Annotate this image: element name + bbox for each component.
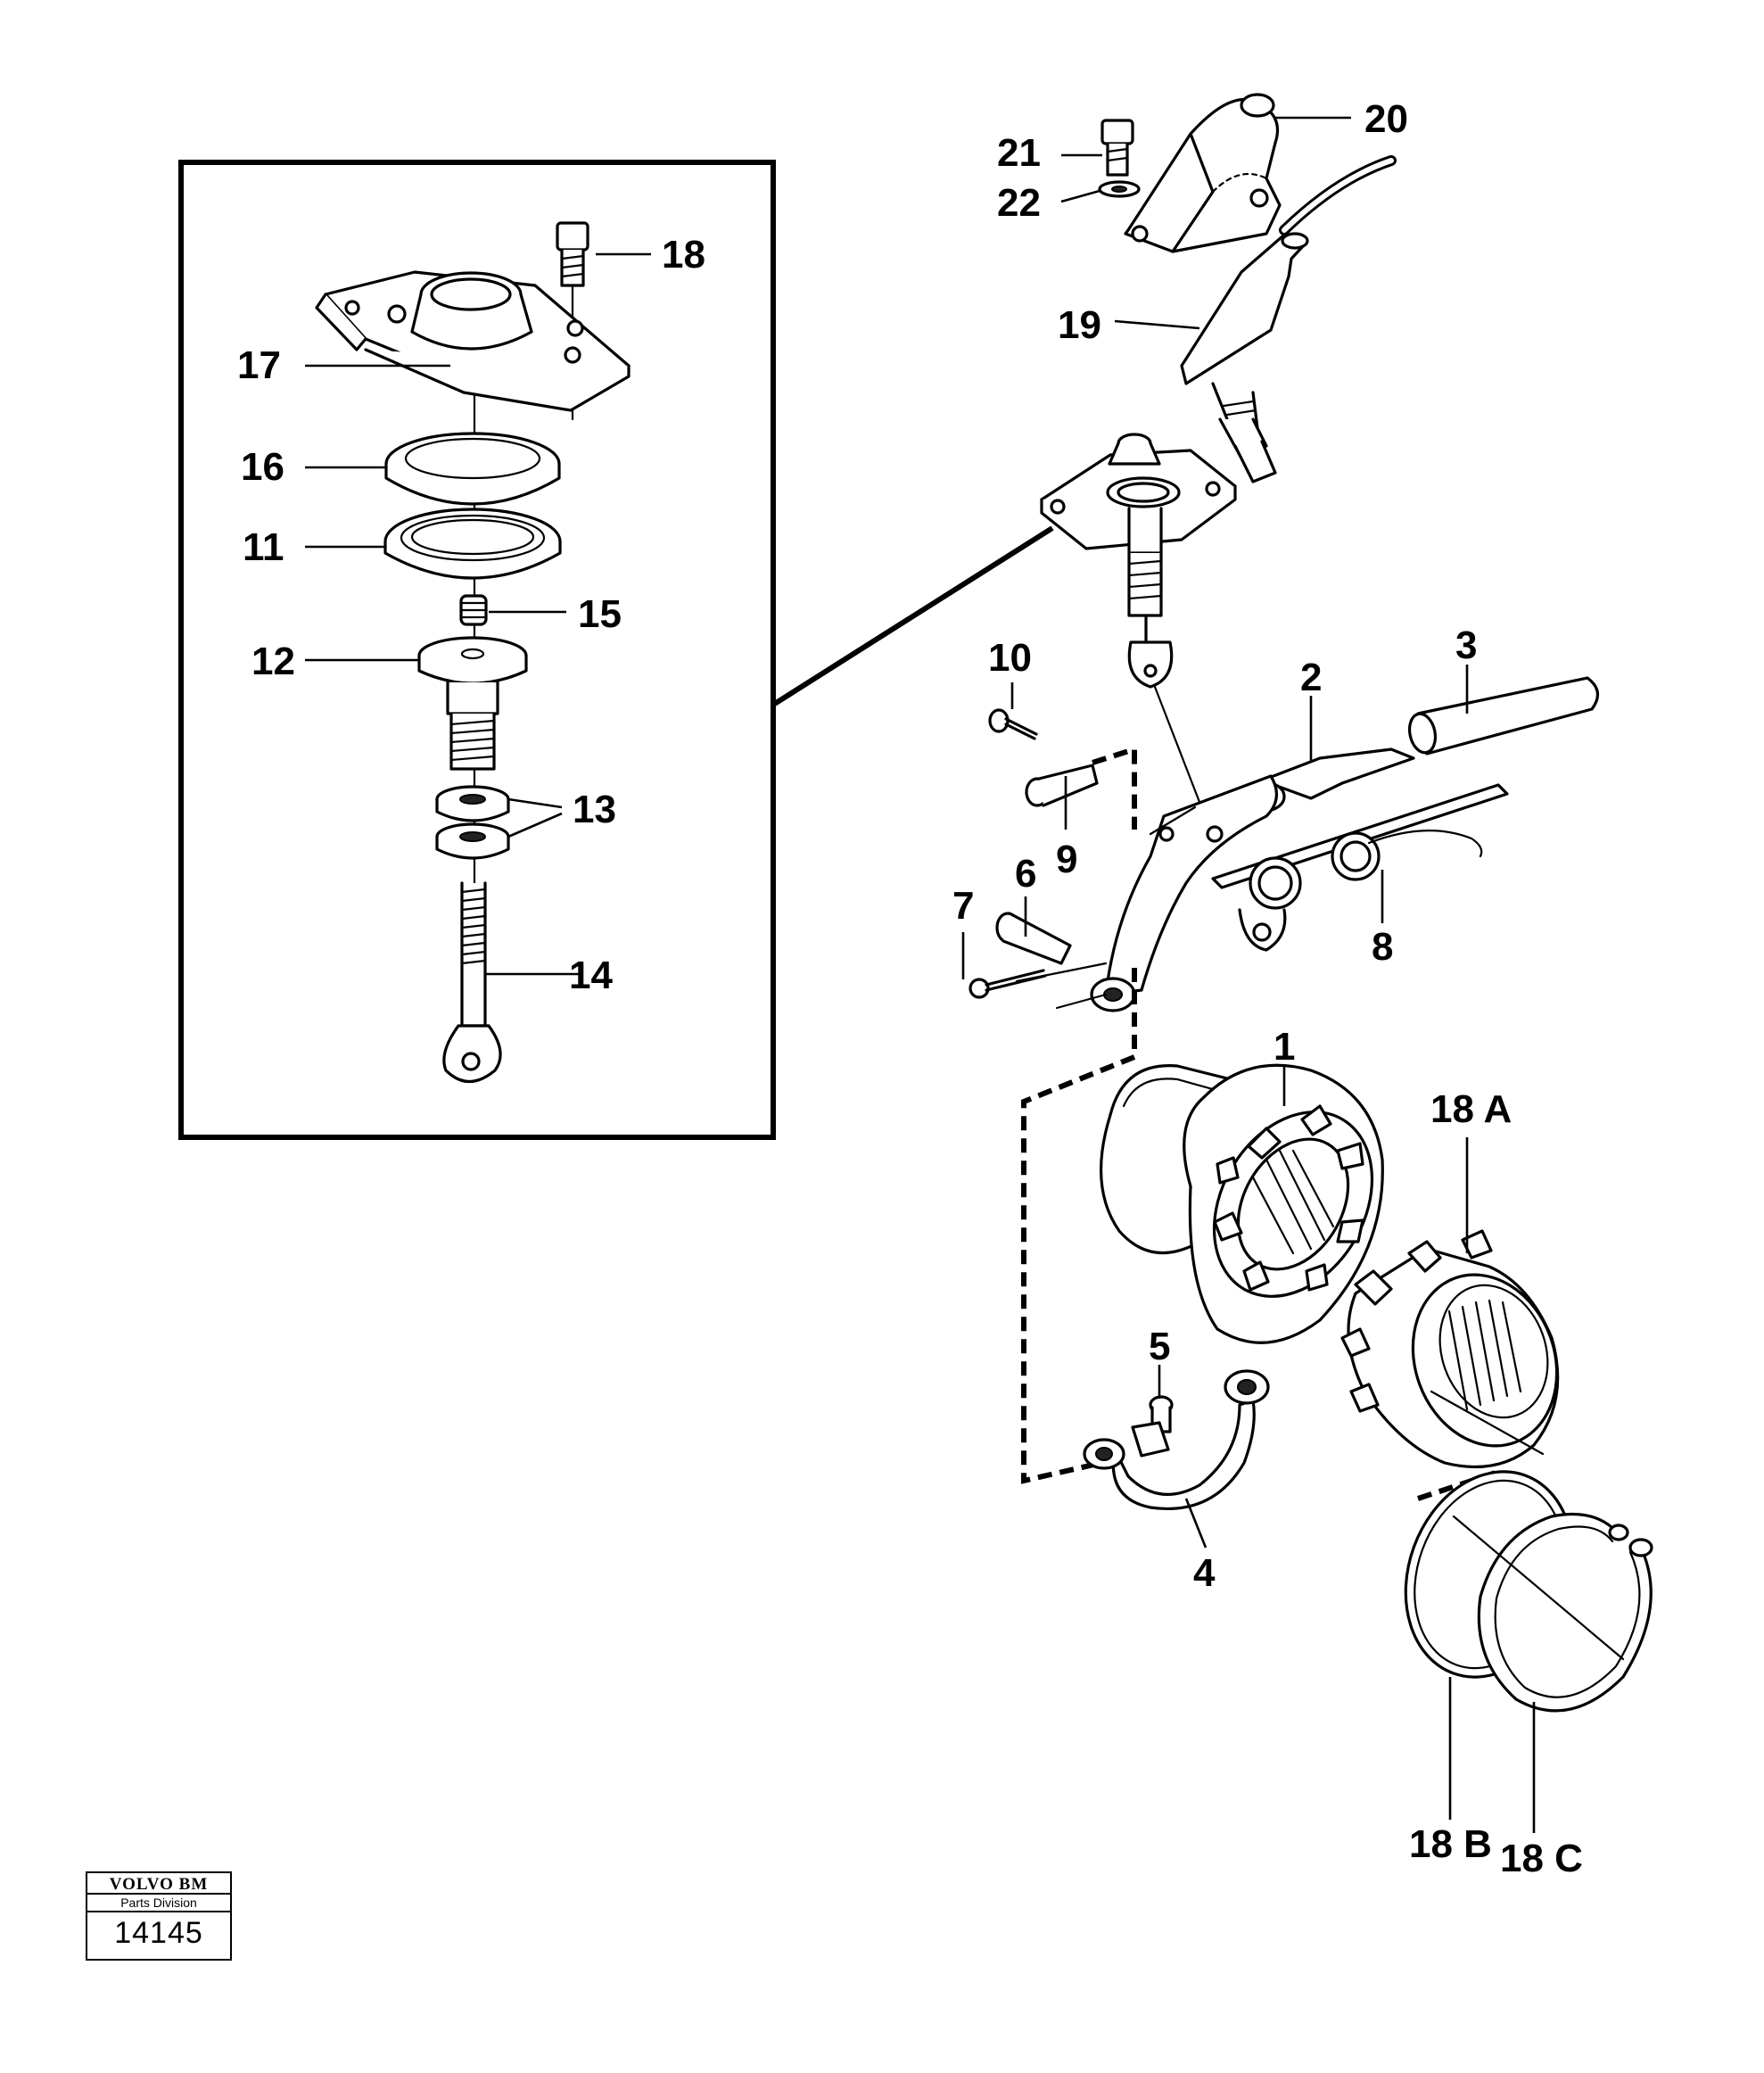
- shift-fork-part: [1090, 774, 1278, 1012]
- plate-assembled-part: [1040, 433, 1237, 827]
- cover-16-part: [384, 432, 561, 506]
- callout-22: 22: [997, 181, 1041, 225]
- detail-inset-frame: [178, 160, 776, 1140]
- callout-18c: 18 C: [1500, 1837, 1583, 1880]
- cotter-7-part: [961, 932, 1108, 1010]
- cotter-10-part: [988, 682, 1038, 740]
- sleeve-1-part: [1099, 1063, 1384, 1344]
- callout-21: 21: [997, 131, 1041, 175]
- callout-2: 2: [1300, 656, 1323, 699]
- inset-pointer-line: [771, 525, 1054, 707]
- clutch-18a-part: [1340, 1137, 1560, 1469]
- callout-12: 12: [251, 640, 295, 683]
- rod-14-part: [442, 881, 502, 1083]
- inset-leaders: [305, 252, 651, 976]
- callout-13: 13: [573, 788, 616, 831]
- callout-17: 17: [237, 343, 281, 387]
- nipple-5-part: [1131, 1365, 1174, 1458]
- cover-20-part: [1124, 93, 1351, 253]
- callout-7: 7: [952, 884, 975, 928]
- callout-8: 8: [1372, 925, 1394, 969]
- callout-10: 10: [988, 636, 1032, 680]
- callout-6: 6: [1015, 852, 1037, 896]
- fitting-19-part: [1114, 232, 1309, 483]
- callout-18b: 18 B: [1409, 1822, 1492, 1866]
- callout-5: 5: [1149, 1325, 1171, 1368]
- callout-16: 16: [241, 445, 284, 489]
- callout-1: 1: [1274, 1025, 1296, 1069]
- callout-18: 18: [662, 233, 705, 277]
- logo-division: Parts Division: [87, 1893, 230, 1912]
- pin-3-part: [1407, 665, 1599, 756]
- callout-15: 15: [578, 592, 622, 636]
- circlip-18c-part: [1452, 1512, 1653, 1833]
- callout-3: 3: [1455, 624, 1478, 667]
- callout-19: 19: [1058, 303, 1101, 347]
- nuts-13-part: [435, 785, 510, 860]
- callout-11: 11: [243, 525, 284, 569]
- callout-14: 14: [569, 954, 613, 997]
- pin-9-part: [1025, 764, 1099, 830]
- logo-brand: VOLVO BM: [109, 1875, 209, 1894]
- volvo-bm-logo-stamp: VOLVO BM Parts Division 14145: [86, 1871, 232, 1961]
- callout-9: 9: [1056, 838, 1078, 881]
- pin-6-part: [995, 896, 1072, 965]
- callout-18a: 18 A: [1430, 1087, 1513, 1131]
- bolt-21-washer-22-part: [1060, 119, 1141, 203]
- ring-11-part: [383, 508, 562, 580]
- callout-4: 4: [1193, 1551, 1216, 1595]
- screw-15-part: [459, 594, 488, 626]
- drawing-code: 14145: [114, 1916, 203, 1950]
- callout-20: 20: [1364, 97, 1408, 141]
- pivot-bolt-12-part: [417, 636, 528, 771]
- springs-8-part: [1211, 783, 1509, 952]
- plate-17-part: [315, 270, 631, 412]
- control-cable: [1279, 155, 1397, 235]
- clamp-4-part: [1083, 1369, 1270, 1549]
